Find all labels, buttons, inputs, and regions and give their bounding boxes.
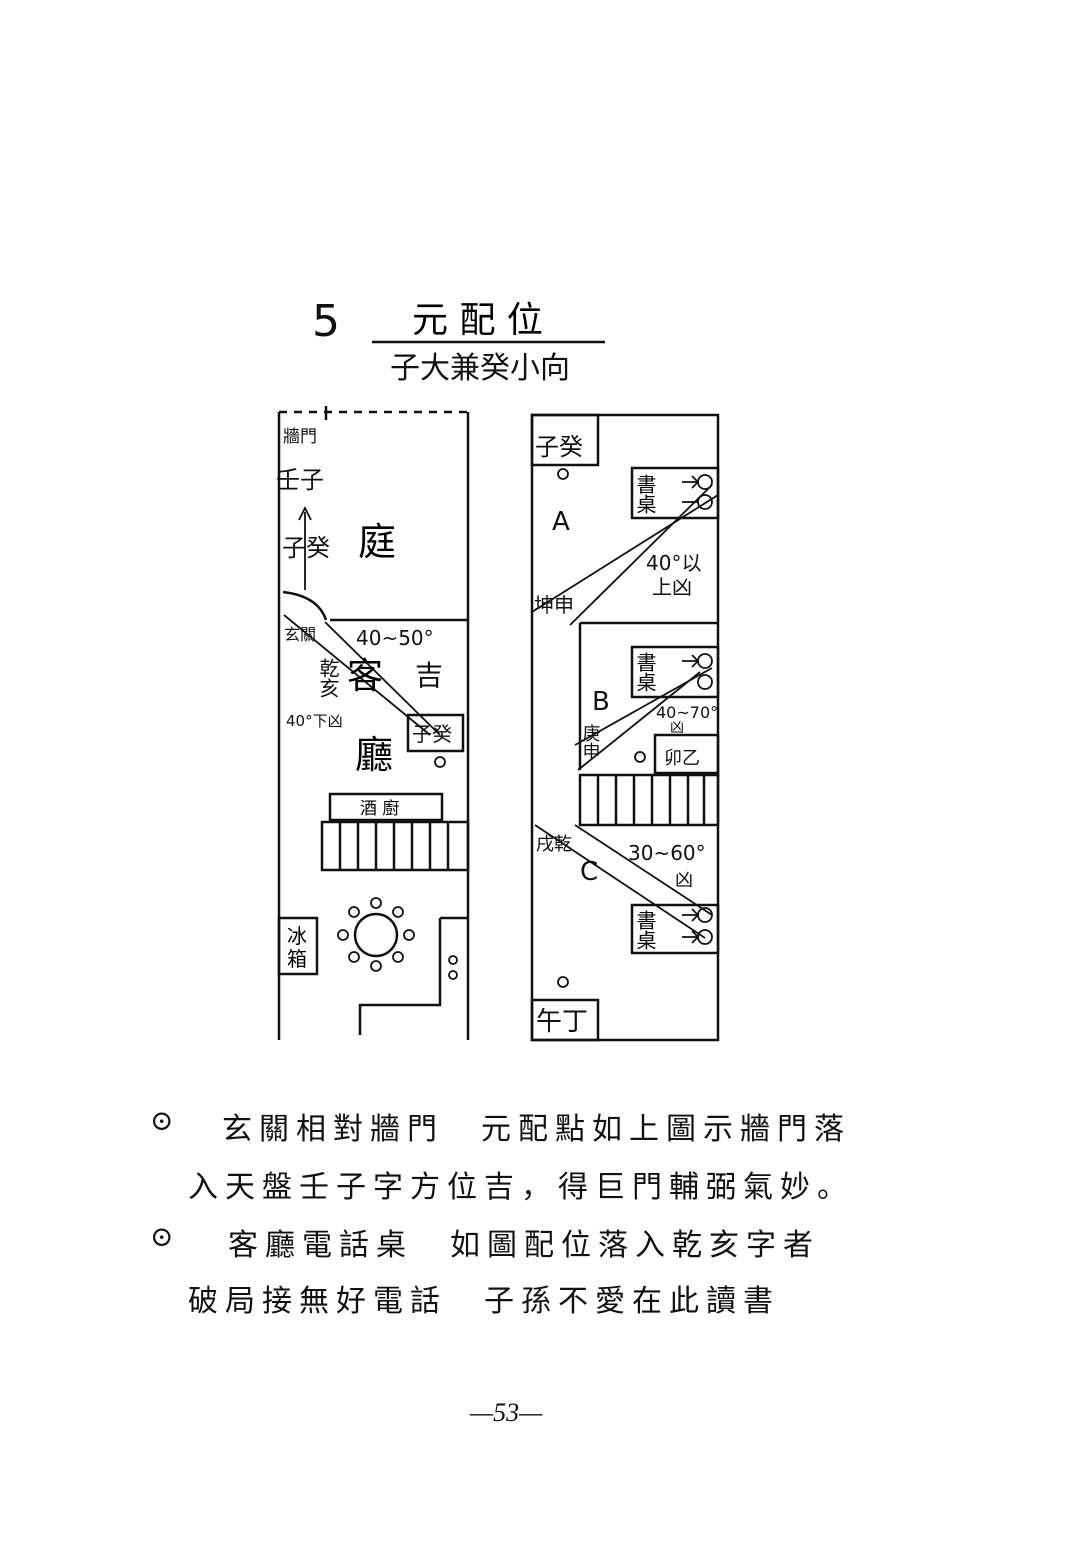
label-living-1: 客 [347,656,383,697]
label-ren-zi: 壬子 [276,466,324,494]
left-floor-plan: 牆門 壬子 子癸 庭 玄關 乾亥 40~50° 客 吉 40°下凶 廳 子癸 酒… [276,406,470,1040]
label-desk-a: 書桌 [633,474,657,514]
label-living-2: 廳 [355,733,393,777]
label-phone-box: 子癸 [412,722,452,746]
label-fridge-1: 冰 [287,924,307,948]
label-bar: 酒 廚 [360,798,399,819]
bullet-2: ⊙ [150,1220,174,1253]
label-angle-c: 30~60° [628,841,706,865]
paragraph-2-line-2: 破局接無好電話 子孫不愛在此讀書 [188,1284,780,1319]
label-bad-a: 上凶 [652,575,692,599]
heading-subtitle: 子大兼癸小向 [390,351,570,386]
bullet-1: ⊙ [150,1104,174,1137]
label-top-box: 子癸 [535,433,583,461]
paragraph-2-line-1: 客廳電話桌 如圖配位落入乾亥字者 [228,1228,820,1263]
label-angle-good: 40~50° [356,626,434,650]
heading-title: 元 配 位 [412,300,543,341]
label-room-a: A [552,507,570,537]
label-angle-a: 40°以 [646,551,701,575]
paragraph-1-line-2: 入天盤壬子字方位吉，得巨門輔弼氣妙。 [188,1170,854,1205]
label-fridge-2: 箱 [287,947,307,971]
label-wall-gate: 牆門 [283,427,317,447]
heading-number: 5 [312,296,340,347]
dining-table [337,897,415,972]
label-desk-b: 書桌 [633,652,657,692]
label-xu-qian: 戌乾 [536,834,572,855]
label-bad-c: 凶 [675,870,693,891]
label-bad-b: 凶 [670,720,684,736]
paragraph-1-line-1: 玄關相對牆門 元配點如上圖示牆門落 [222,1112,851,1147]
label-geng-shen: 庚申 [580,724,601,760]
label-qian-hai: 乾亥 [316,658,340,698]
label-courtyard: 庭 [358,520,396,564]
label-good: 吉 [415,659,443,692]
label-bottom-box: 午丁 [536,1007,588,1037]
label-room-b: B [592,687,610,717]
label-kun-shen: 坤申 [534,593,574,617]
label-angle-b: 40~70° [656,703,718,722]
label-desk-c: 書桌 [633,910,657,950]
page-number: —53— [470,1398,543,1427]
right-floor-plan: 子癸 A 書桌 40°以 上凶 坤申 B 書桌 40~70° 凶 庚申 卯乙 C… [530,413,720,1042]
label-zi-gui: 子癸 [282,534,330,562]
label-mao-yi: 卯乙 [664,748,700,769]
label-entrance: 玄關 [284,625,316,644]
label-room-c: C [580,857,598,887]
label-angle-bad: 40°下凶 [286,712,343,730]
